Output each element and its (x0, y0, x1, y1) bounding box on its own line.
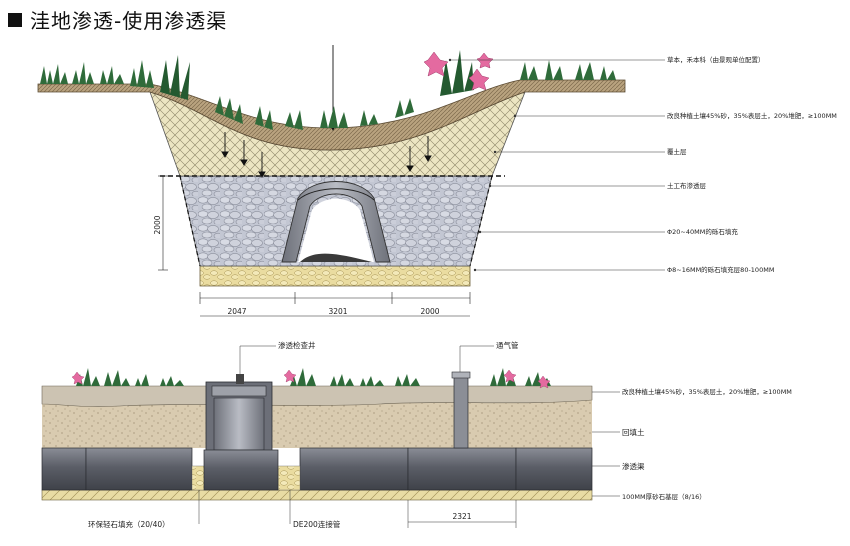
upper-leaders (450, 59, 665, 271)
inspection-well (203, 374, 279, 491)
label-cover-soil: 覆土层 (667, 147, 687, 156)
swale-cross-section (37, 45, 626, 287)
label-geotextile: 土工布渗透层 (667, 181, 707, 190)
dim-spacing: 2321 (452, 512, 471, 521)
label-lower-soil: 改良种植土壤45%砂，35%表层土，20%堆肥，≥100MM (622, 387, 792, 396)
title-square-icon (8, 12, 22, 27)
label-connecting-pipe: DE200连接管 (293, 519, 341, 529)
lower-sand-base (41, 489, 593, 501)
infiltration-arch (281, 181, 391, 263)
flower-icon (423, 51, 494, 91)
dim-middle: 3201 (328, 307, 347, 316)
infiltration-arrows (221, 45, 432, 178)
channel-longitudinal-section (41, 368, 593, 501)
sand-base-layer (199, 265, 471, 287)
label-gravel-20-40: Φ20~40MM的砾石填充 (667, 227, 738, 236)
vent-pipe (451, 371, 471, 449)
label-grass: 草本，禾本科（由景观单位配置） (667, 55, 765, 64)
diagram-title: 洼地渗透-使用渗透渠 (8, 5, 227, 34)
label-planting-soil: 改良种植土壤45%砂，35%表层土，20%堆肥，≥100MM (667, 111, 837, 120)
lower-grass (76, 368, 551, 386)
dim-left: 2047 (227, 307, 246, 316)
label-gravel-8-16: Φ8~16MM的砾石填充层80-100MM (667, 265, 774, 274)
gravel-gap-right (277, 465, 301, 491)
channel-pipe-segments (41, 447, 593, 491)
label-vent-pipe: 通气管 (496, 340, 519, 350)
upper-dimensions (158, 175, 471, 317)
planting-soil-layer (37, 79, 626, 151)
title-text: 洼地渗透-使用渗透渠 (30, 9, 228, 33)
label-base: 100MM厚砂石基层（8/16） (622, 492, 706, 501)
label-gravel-fill: 环保轻石填充（20/40） (88, 519, 170, 529)
dim-height: 2000 (153, 215, 162, 234)
dim-right: 2000 (420, 307, 439, 316)
upper-leader-dots (448, 58, 517, 272)
grass-vegetation (40, 50, 616, 130)
lower-leaders (198, 345, 620, 528)
label-backfill: 回填土 (622, 427, 645, 437)
label-channel: 渗透渠 (622, 461, 645, 471)
lower-flower-icon (71, 369, 551, 389)
label-inspection-well: 渗透检查井 (278, 340, 316, 350)
